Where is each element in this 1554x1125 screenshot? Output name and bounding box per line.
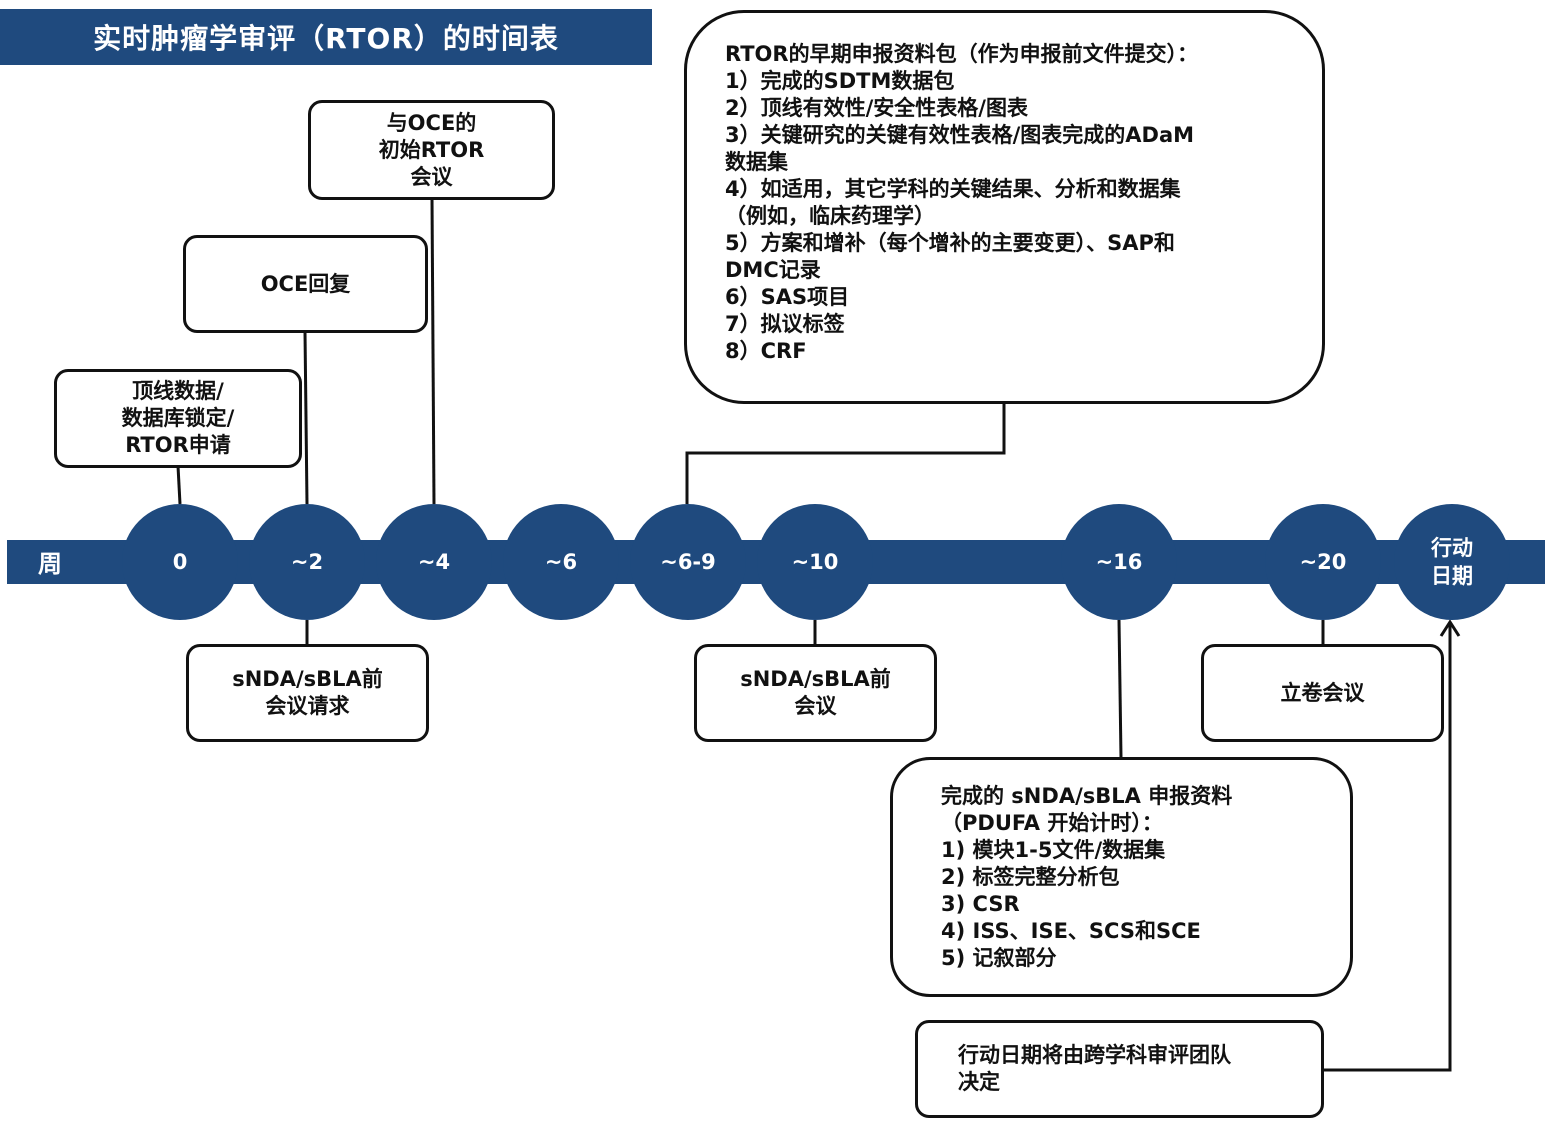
connector-oce-reply (303, 331, 309, 505)
box-pre-meeting-request: sNDA/sBLA前 会议请求 (186, 644, 429, 742)
box-line: RTOR申请 (125, 433, 231, 457)
week-node-action-date: 行动 日期 (1394, 504, 1510, 620)
connector-complete-submission (1117, 619, 1123, 759)
box-oce-reply: OCE回复 (183, 235, 428, 333)
box-line: 顶线数据/ (132, 379, 224, 403)
connector-topline (176, 465, 182, 505)
box-line: 行动日期将由跨学科审评团队 (958, 1043, 1231, 1067)
week-node-0: 0 (122, 504, 238, 620)
box-line: 初始RTOR (378, 137, 485, 162)
box-line: 8）CRF (725, 339, 807, 363)
box-pre-meeting: sNDA/sBLA前 会议 (694, 644, 937, 742)
page-title: 实时肿瘤学审评（RTOR）的时间表 (0, 9, 652, 65)
box-line: 1）完成的SDTM数据包 (725, 69, 955, 93)
week-node-20: ~20 (1265, 504, 1381, 620)
box-line: 数据集 (725, 150, 788, 174)
box-line: 2) 标签完整分析包 (941, 864, 1120, 889)
box-topline-data: 顶线数据/ 数据库锁定/ RTOR申请 (54, 369, 302, 468)
box-line: 3) CSR (941, 891, 1020, 916)
connector-early-package (685, 402, 1006, 504)
box-line: 决定 (958, 1070, 1000, 1094)
axis-label-weeks: 周 (38, 550, 62, 578)
box-line: 与OCE的 (386, 110, 477, 135)
action-date-line-1: 行动 (1431, 536, 1473, 560)
week-node-6: ~6 (503, 504, 619, 620)
box-line: sNDA/sBLA前 (740, 667, 891, 691)
box-complete-submission: 完成的 sNDA/sBLA 申报资料 （PDUFA 开始计时）： 1) 模块1-… (890, 757, 1353, 997)
connector-initial-meeting (430, 197, 436, 505)
box-line: 5) 记叙部分 (941, 945, 1057, 970)
box-line: 4) ISS、ISE、SCS和SCE (941, 918, 1201, 943)
week-node-16: ~16 (1061, 504, 1177, 620)
box-line: 5）方案和增补（每个增补的主要变更）、SAP和 (725, 231, 1175, 255)
box-line: 4）如适用，其它学科的关键结果、分析和数据集 (725, 177, 1181, 201)
week-node-6-9: ~6-9 (630, 504, 746, 620)
box-line: sNDA/sBLA前 (232, 667, 383, 691)
box-line: 会议 (410, 164, 453, 189)
connector-action-note (1322, 624, 1452, 1072)
box-initial-rtor-meeting: 与OCE的 初始RTOR 会议 (308, 100, 555, 200)
box-line: （PDUFA 开始计时）： (941, 810, 1163, 835)
box-action-date-note: 行动日期将由跨学科审评团队 决定 (915, 1020, 1324, 1118)
box-line: 1) 模块1-5文件/数据集 (941, 837, 1166, 862)
box-line: 6）SAS项目 (725, 285, 850, 309)
box-line: 3）关键研究的关键有效性表格/图表完成的ADaM (725, 123, 1195, 147)
box-line: 会议请求 (265, 694, 350, 718)
box-early-submission-package: RTOR的早期申报资料包（作为申报前文件提交）： 1）完成的SDTM数据包 2）… (684, 10, 1325, 404)
box-line: 2）顶线有效性/安全性表格/图表 (725, 96, 1028, 120)
box-line: OCE回复 (260, 271, 351, 296)
week-node-10: ~10 (757, 504, 873, 620)
action-date-line-2: 日期 (1431, 564, 1473, 588)
box-line: （例如，临床药理学） (725, 204, 935, 228)
box-line: DMC记录 (725, 258, 821, 282)
box-line: 数据库锁定/ (121, 406, 235, 430)
week-node-4: ~4 (376, 504, 492, 620)
box-filing-meeting: 立卷会议 (1201, 644, 1444, 742)
box-line: 完成的 sNDA/sBLA 申报资料 (941, 783, 1233, 808)
box-line: RTOR的早期申报资料包（作为申报前文件提交）： (725, 42, 1199, 66)
week-node-2: ~2 (249, 504, 365, 620)
arrowhead (1439, 619, 1461, 637)
box-line: 会议 (794, 694, 837, 718)
box-line: 立卷会议 (1280, 680, 1365, 705)
box-line: 7）拟议标签 (725, 312, 845, 336)
